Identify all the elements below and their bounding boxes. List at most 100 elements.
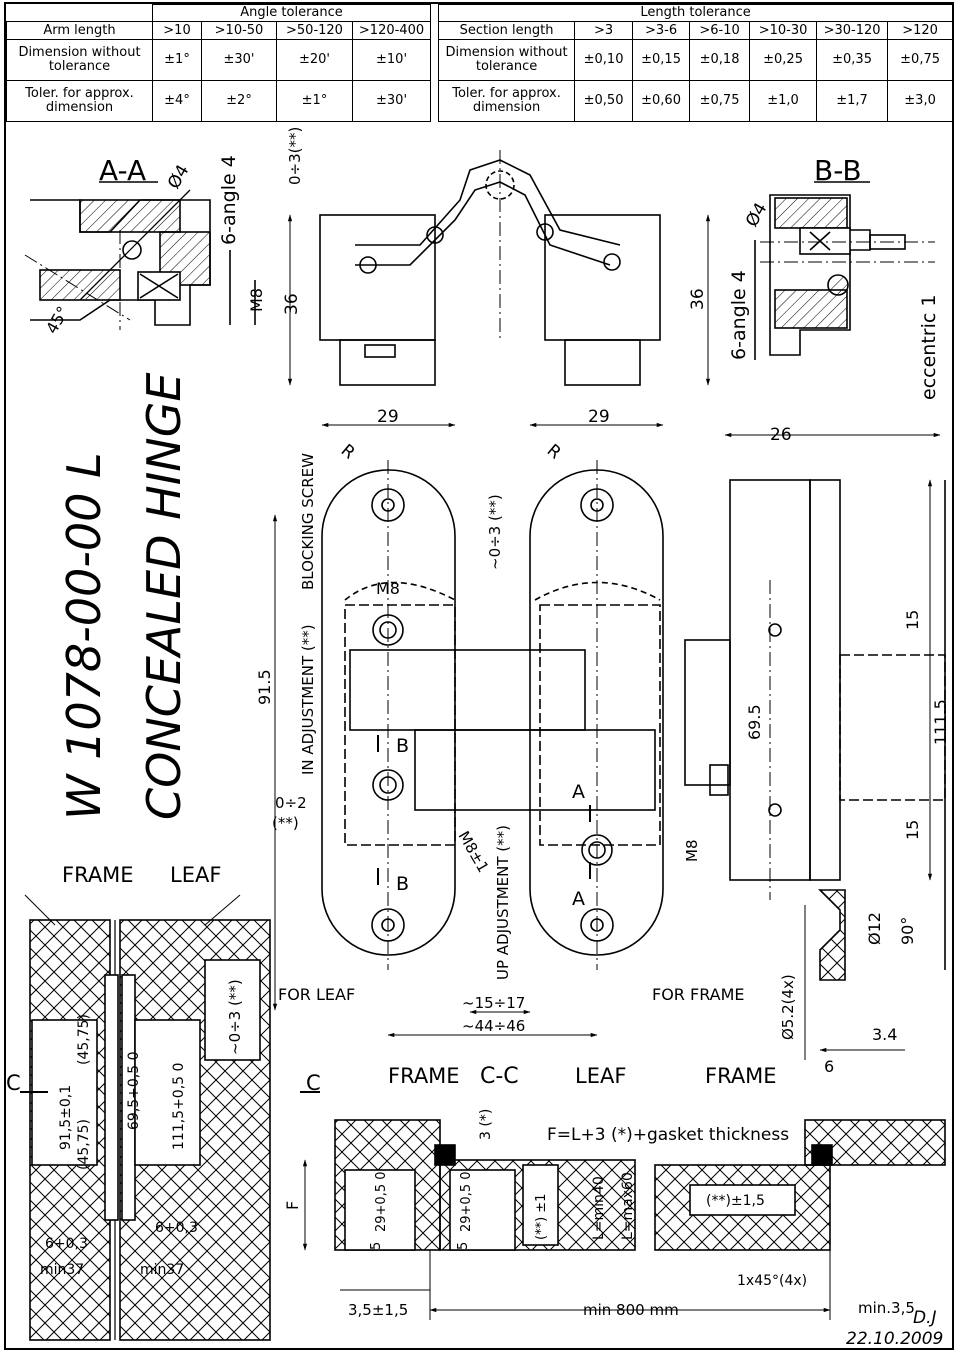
cc-formula: F=L+3 (*)+gasket thickness	[547, 1125, 789, 1145]
front-radius-left: R	[337, 441, 359, 464]
section-a-bottom: A	[572, 888, 585, 910]
top-height-right: 36	[688, 288, 708, 310]
top-height-left: 36	[282, 293, 302, 315]
length-value: ±1,0	[749, 79, 818, 123]
length-value: ±1,7	[816, 79, 889, 123]
cc-min-width: min 800 mm	[583, 1301, 679, 1319]
tolerance-table: Angle tolerance Length tolerance Arm len…	[6, 3, 954, 123]
total-width: ~44÷46	[462, 1017, 525, 1035]
arm-range: >10-50	[201, 21, 277, 40]
length-value: ±0,50	[574, 79, 634, 123]
cc-five-left: 5	[369, 1242, 384, 1250]
install-frame-label: FRAME	[62, 863, 134, 887]
front-width-right: 29	[588, 407, 610, 427]
section-c-mark-left: C	[6, 1071, 21, 1095]
length-value: ±0,25	[749, 38, 818, 81]
cc-l-min: L=min40	[591, 1176, 607, 1240]
side-counterbore: Ø12	[865, 912, 884, 945]
angle-value: ±1°	[276, 79, 353, 123]
angle-value: ±20'	[276, 38, 353, 81]
length-value: ±0,60	[632, 79, 691, 123]
cc-adj-box: (**)±1,5	[706, 1193, 765, 1209]
section-range: >3-6	[632, 21, 691, 40]
section-aa-angle: 45°	[42, 303, 73, 337]
section-aa	[24, 181, 256, 330]
section-b-bottom: B	[396, 873, 409, 895]
author: D.J	[913, 1308, 937, 1328]
side-hole-span: 69.5	[745, 704, 764, 740]
length-value: ±0,15	[632, 38, 691, 81]
top-adjust: 0÷3(**)	[286, 127, 304, 185]
cc-leaf: LEAF	[575, 1064, 626, 1088]
install-view	[20, 894, 320, 1341]
section-bb-diameter: Ø4	[742, 200, 771, 231]
front-m8-pm: M8±1	[455, 828, 493, 876]
section-aa-label: A-A	[99, 154, 146, 187]
side-holes: Ø5.2(4x)	[779, 974, 797, 1040]
angle-value: ±1°	[152, 38, 202, 81]
dim-without-tol-label: Dimension without tolerance	[6, 38, 153, 81]
section-length-label: Section length	[438, 21, 576, 40]
in-adj-range: 0÷2	[275, 794, 307, 812]
cc-pocket-left: 29+0,5 0	[374, 1171, 389, 1232]
section-range: >10-30	[749, 21, 818, 40]
cc-offset: 3,5±1,5	[348, 1301, 408, 1319]
cc-frame-left: FRAME	[388, 1064, 460, 1088]
install-d2: (45,75)	[76, 1014, 92, 1065]
cc-adj-pm1: (**) ±1	[534, 1194, 549, 1240]
install-d5: 111,5+0,5 0	[171, 1063, 187, 1150]
side-thickness: 6	[824, 1057, 834, 1076]
section-c-mark-right: C	[306, 1071, 321, 1095]
section-range: >30-120	[816, 21, 889, 40]
angle-value: ±30'	[351, 79, 432, 123]
in-adj-note: (**)	[272, 814, 299, 832]
in-adjustment-label: IN ADJUSTMENT (**)	[299, 624, 317, 775]
length-value: ±3,0	[887, 79, 954, 123]
title-line1: W 1078-00-00 L	[57, 452, 111, 820]
install-d7: 6+0,3	[155, 1220, 198, 1236]
section-range: >3	[574, 21, 634, 40]
angle-tolerance-header: Angle tolerance	[151, 3, 432, 23]
install-d8: min37	[40, 1262, 84, 1278]
date: 22.10.2009	[846, 1329, 943, 1349]
length-value: ±0,35	[816, 38, 889, 81]
cc-gap: 3 (*)	[478, 1109, 494, 1140]
section-b-top: B	[396, 735, 409, 757]
angle-value: ±4°	[152, 79, 202, 123]
section-bb	[754, 181, 935, 360]
install-leaf-label: LEAF	[170, 863, 221, 887]
dim-without-tol-label: Dimension without tolerance	[438, 38, 576, 81]
open-width: ~15÷17	[462, 994, 525, 1012]
title-line2: CONCEALED HINGE	[137, 373, 191, 820]
section-aa-thread: M8	[247, 288, 266, 312]
front-radius-right: R	[543, 441, 565, 464]
side-total-height: 111.5	[931, 699, 950, 745]
cc-l-max: L=max60	[620, 1172, 636, 1240]
install-d9: min37	[140, 1262, 184, 1278]
drawing-frame	[4, 2, 954, 1350]
arm-range: >120-400	[351, 21, 432, 40]
install-d6: 6+0,3	[45, 1236, 88, 1252]
section-aa-diameter: Ø4	[164, 162, 193, 193]
front-m8-top: M8	[376, 579, 400, 598]
front-m8-right: M8	[683, 840, 701, 863]
toler-approx-label: Toler. for approx. dimension	[6, 79, 153, 123]
section-range: >6-10	[689, 21, 751, 40]
section-bb-label: B-B	[814, 154, 862, 187]
length-value: ±0,10	[574, 38, 634, 81]
install-d3: (45,75)	[76, 1119, 92, 1170]
top-view	[287, 150, 711, 386]
section-bb-angle-count: 6-angle 4	[728, 270, 750, 360]
side-bottom-offset: 15	[903, 820, 922, 840]
side-top-offset: 15	[903, 610, 922, 630]
for-frame-label: FOR FRAME	[652, 985, 745, 1004]
blocking-screw-label: BLOCKING SCREW	[299, 453, 317, 590]
cc-chamfer: 1x45°(4x)	[737, 1273, 807, 1289]
cc-pocket-mid: 29+0,5 0	[459, 1171, 474, 1232]
section-bb-eccentric: eccentric 1	[918, 295, 940, 400]
section-range: >120	[887, 21, 954, 40]
cc-frame-right: FRAME	[705, 1064, 777, 1088]
section-a-top: A	[572, 781, 585, 803]
front-height-total: 91.5	[255, 669, 274, 705]
